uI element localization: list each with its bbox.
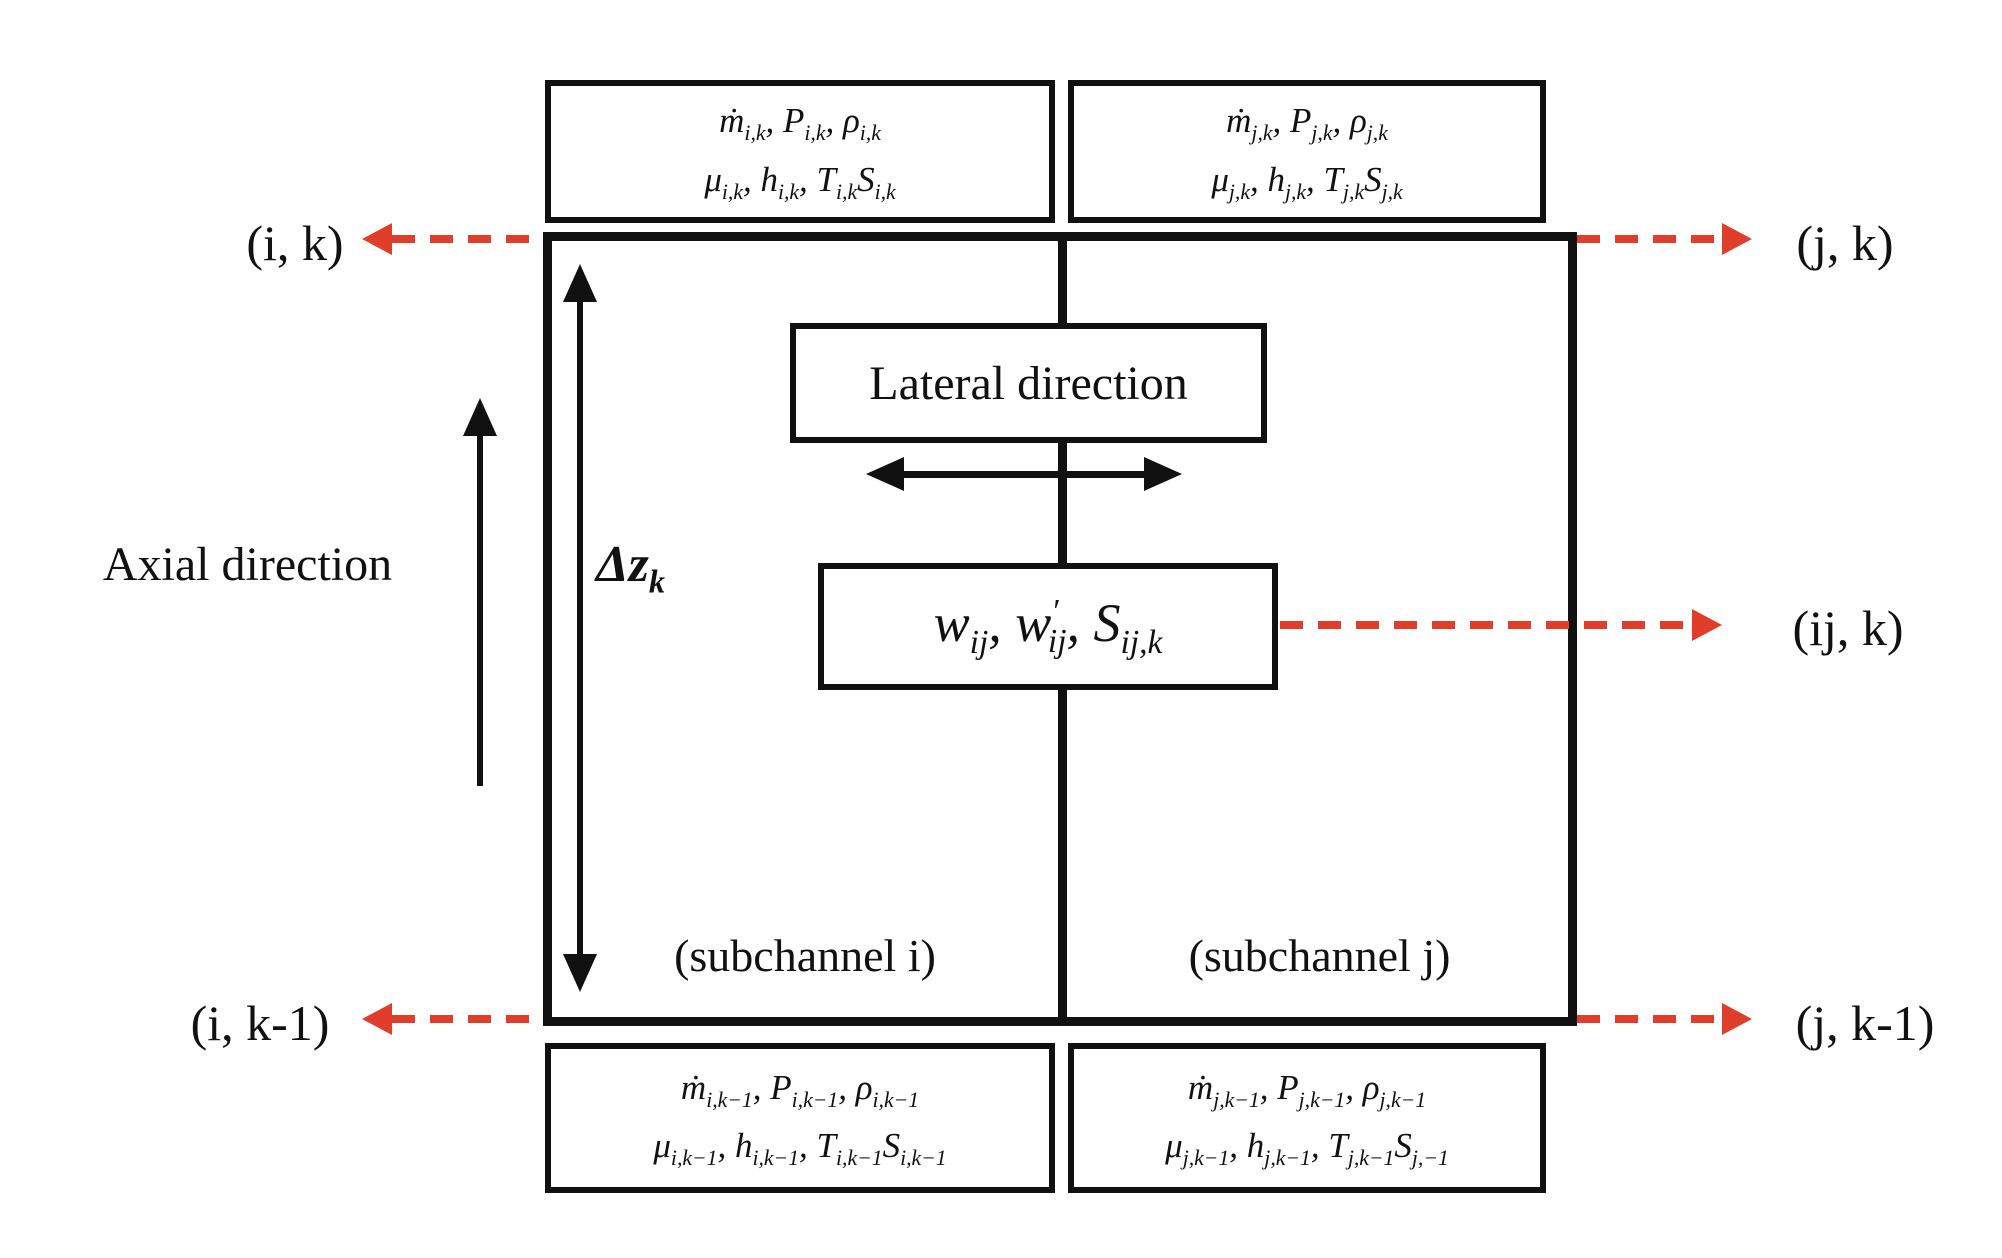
left-arrowhead-icon bbox=[866, 457, 904, 491]
node-label-top-right: (j, k) bbox=[1796, 215, 1894, 271]
subchannel-j-label: (subchannel j) bbox=[1188, 930, 1451, 981]
state-box-top-right: ṁj,k, Pj,k, ρj,k μj,k, hj,k, Tj,kSj,k bbox=[1068, 80, 1546, 223]
right-arrowhead-icon bbox=[1722, 223, 1752, 255]
lateral-direction-box: Lateral direction bbox=[790, 323, 1267, 443]
state-line: μi,k, hi,k, Ti,kSi,k bbox=[704, 159, 896, 204]
node-label-top-left: (i, k) bbox=[246, 215, 344, 271]
lateral-arrow-shaft bbox=[902, 471, 1148, 478]
node-pointer-mid-right bbox=[1280, 621, 1692, 629]
state-line: ṁj,k−1, Pj,k−1, ρj,k−1 bbox=[1187, 1067, 1427, 1112]
node-pointer-bottom-left bbox=[392, 1015, 543, 1023]
node-label-bottom-right: (j, k-1) bbox=[1795, 995, 1935, 1051]
crossflow-terms-label: wij, w′ij, Sij,k bbox=[933, 592, 1163, 661]
state-line: ṁi,k−1, Pi,k−1, ρi,k−1 bbox=[680, 1067, 920, 1112]
crossflow-terms-box: wij, w′ij, Sij,k bbox=[818, 563, 1278, 690]
node-pointer-top-right bbox=[1577, 235, 1722, 243]
node-pointer-bottom-right bbox=[1577, 1015, 1722, 1023]
right-arrowhead-icon bbox=[1722, 1003, 1752, 1035]
dz-label: Δzk bbox=[596, 536, 665, 600]
state-box-top-left: ṁi,k, Pi,k, ρi,k μi,k, hi,k, Ti,kSi,k bbox=[545, 80, 1055, 223]
axial-direction-arrow-shaft bbox=[477, 432, 483, 786]
lateral-direction-label: Lateral direction bbox=[869, 356, 1188, 410]
down-arrowhead-icon bbox=[563, 954, 597, 992]
state-line: μi,k−1, hi,k−1, Ti,k−1Si,k−1 bbox=[653, 1126, 947, 1170]
node-label-mid-right: (ij, k) bbox=[1792, 600, 1904, 656]
up-arrowhead-icon bbox=[463, 398, 497, 436]
right-arrowhead-icon bbox=[1144, 457, 1182, 491]
axial-direction-label: Axial direction bbox=[102, 538, 393, 591]
node-pointer-top-left bbox=[392, 235, 543, 243]
up-arrowhead-icon bbox=[563, 264, 597, 302]
state-box-bottom-right: ṁj,k−1, Pj,k−1, ρj,k−1 μj,k−1, hj,k−1, T… bbox=[1068, 1043, 1546, 1193]
state-line: μj,k−1, hj,k−1, Tj,k−1Sj,−1 bbox=[1165, 1126, 1449, 1170]
node-label-bottom-left: (i, k-1) bbox=[190, 995, 330, 1051]
state-line: ṁj,k, Pj,k, ρj,k bbox=[1226, 101, 1388, 146]
state-box-bottom-left: ṁi,k−1, Pi,k−1, ρi,k−1 μi,k−1, hi,k−1, T… bbox=[545, 1043, 1055, 1193]
subchannel-i-label: (subchannel i) bbox=[674, 930, 936, 981]
left-arrowhead-icon bbox=[362, 223, 392, 255]
dz-extent-arrow-shaft bbox=[577, 298, 583, 956]
left-arrowhead-icon bbox=[362, 1003, 392, 1035]
state-line: ṁi,k, Pi,k, ρi,k bbox=[719, 101, 881, 146]
right-arrowhead-icon bbox=[1692, 609, 1722, 641]
state-line: μj,k, hj,k, Tj,kSj,k bbox=[1211, 159, 1403, 204]
